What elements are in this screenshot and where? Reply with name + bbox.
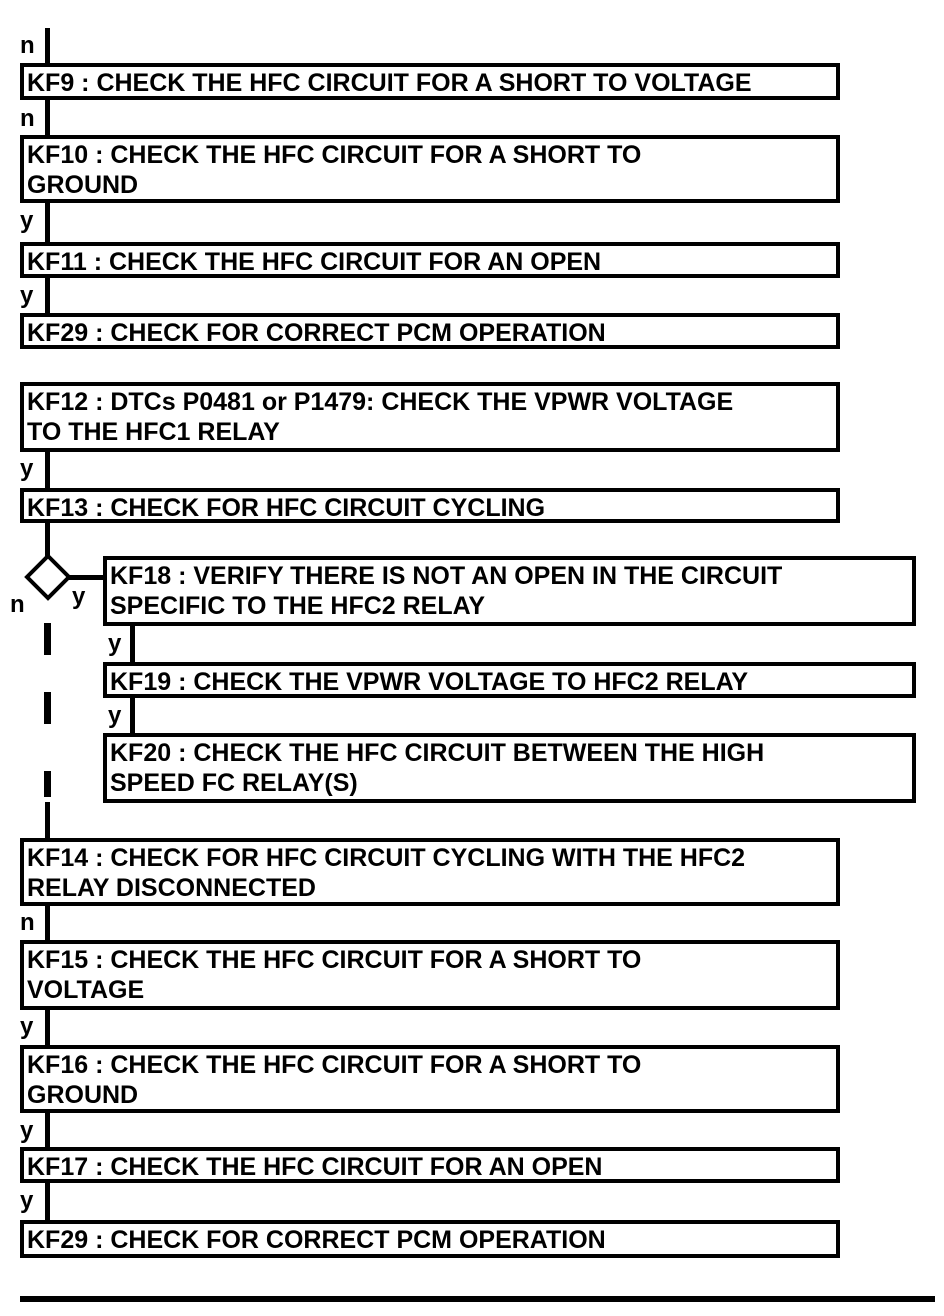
node-kf9: KF9 : CHECK THE HFC CIRCUIT FOR A SHORT … [20, 63, 840, 100]
connector-kf9-kf10 [45, 100, 50, 135]
node-kf14: KF14 : CHECK FOR HFC CIRCUIT CYCLING WIT… [20, 838, 840, 906]
connector-decision-kf14 [45, 802, 50, 838]
connector-kf15-kf16 [45, 1010, 50, 1045]
node-kf17: KF17 : CHECK THE HFC CIRCUIT FOR AN OPEN [20, 1147, 840, 1183]
node-kf29-second: KF29 : CHECK FOR CORRECT PCM OPERATION [20, 1220, 840, 1258]
connector-kf10-kf11 [45, 203, 50, 242]
connector-kf14-kf15 [45, 906, 50, 940]
branch-label-no: n [20, 32, 35, 59]
connector-kf16-kf17 [45, 1113, 50, 1147]
node-kf19: KF19 : CHECK THE VPWR VOLTAGE TO HFC2 RE… [103, 662, 916, 698]
node-kf13: KF13 : CHECK FOR HFC CIRCUIT CYCLING [20, 488, 840, 523]
branch-label-yes: y [108, 702, 122, 729]
branch-label-yes: y [20, 282, 34, 309]
connector-decision-kf18 [66, 575, 103, 580]
branch-label-yes: y [72, 583, 86, 610]
connector-kf13-decision [45, 523, 50, 559]
connector-kf11-kf29 [45, 278, 50, 313]
node-kf29-first: KF29 : CHECK FOR CORRECT PCM OPERATION [20, 313, 840, 349]
branch-label-no: n [20, 105, 35, 132]
node-kf15: KF15 : CHECK THE HFC CIRCUIT FOR A SHORT… [20, 940, 840, 1010]
connector-decision-kf14-dash [44, 692, 51, 724]
connector-kf17-kf29 [45, 1183, 50, 1220]
node-kf12: KF12 : DTCs P0481 or P1479: CHECK THE VP… [20, 382, 840, 452]
bottom-divider [20, 1296, 935, 1302]
connector-into-kf9 [45, 28, 50, 63]
connector-kf12-kf13 [45, 452, 50, 488]
connector-kf18-kf19 [130, 626, 135, 662]
connector-kf19-kf20 [130, 698, 135, 733]
node-kf11: KF11 : CHECK THE HFC CIRCUIT FOR AN OPEN [20, 242, 840, 278]
branch-label-yes: y [20, 1013, 34, 1040]
connector-decision-kf14-dash [44, 623, 51, 655]
node-kf10: KF10 : CHECK THE HFC CIRCUIT FOR A SHORT… [20, 135, 840, 203]
branch-label-yes: y [20, 455, 34, 482]
decision-diamond-icon [24, 553, 72, 601]
connector-decision-kf14-dash [44, 771, 51, 797]
branch-label-no: n [20, 909, 35, 936]
branch-label-no: n [10, 591, 25, 618]
node-kf18: KF18 : VERIFY THERE IS NOT AN OPEN IN TH… [103, 556, 916, 626]
branch-label-yes: y [20, 1117, 34, 1144]
node-kf20: KF20 : CHECK THE HFC CIRCUIT BETWEEN THE… [103, 733, 916, 803]
branch-label-yes: y [20, 207, 34, 234]
branch-label-yes: y [20, 1187, 34, 1214]
node-kf16: KF16 : CHECK THE HFC CIRCUIT FOR A SHORT… [20, 1045, 840, 1113]
branch-label-yes: y [108, 630, 122, 657]
